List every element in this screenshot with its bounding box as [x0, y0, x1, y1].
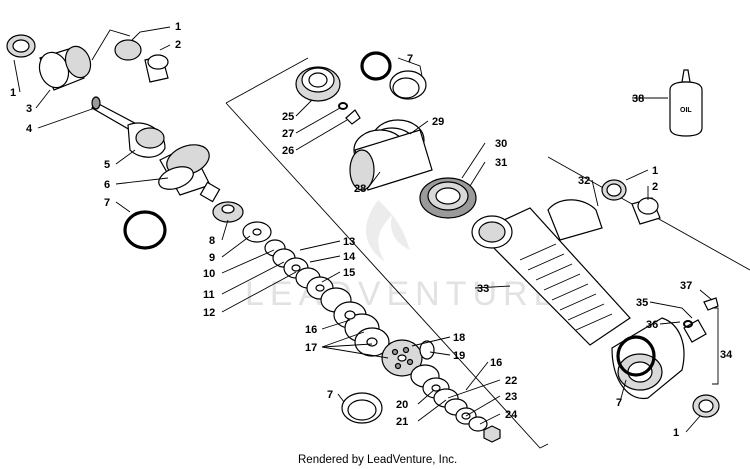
callout-4: 4: [26, 123, 33, 135]
part-25-cap: [295, 66, 341, 102]
callout-11: 11: [203, 289, 215, 301]
callout-7: 7: [104, 197, 110, 209]
callout-2: 2: [175, 39, 181, 51]
part-6-shaft-eye: [158, 144, 221, 203]
part-1-bearing-bottom: [692, 394, 720, 418]
part-1-bearing-right: [601, 179, 627, 201]
washer-stack-c: [410, 364, 488, 432]
callout-7: 7: [407, 53, 413, 65]
part-31-spring-adjuster: [419, 177, 477, 219]
callout-36: 36: [646, 319, 658, 331]
part-2-bushing-top: [114, 39, 169, 83]
part-7-seal-lower: [341, 392, 383, 424]
part-7-seal-top: [389, 70, 427, 100]
callouts: 1 2 1 3 4 5 6 7 8 9 10 11 12 13 14 15 16…: [10, 21, 733, 439]
part-18-piston: [381, 339, 423, 377]
callout-8: 8: [209, 235, 215, 247]
callout-14: 14: [343, 251, 356, 263]
callout-21: 21: [396, 416, 408, 428]
callout-1: 1: [652, 165, 658, 177]
callout-13: 13: [343, 236, 355, 248]
callout-3: 3: [26, 103, 32, 115]
footer-credit: Rendered by LeadVenture, Inc.: [298, 454, 457, 466]
part-4-shaft: [91, 96, 166, 158]
callout-30: 30: [495, 138, 507, 150]
part-37-valve-cap: [703, 297, 719, 311]
part-27-small-oring: [338, 102, 348, 110]
callout-12: 12: [203, 307, 215, 319]
part-9-washer: [242, 221, 272, 243]
callout-33: 33: [477, 283, 489, 295]
callout-20: 20: [396, 399, 408, 411]
part-7-oring-left: [123, 210, 167, 250]
callout-37: 37: [680, 280, 692, 292]
washer-stack-b: [320, 287, 390, 357]
part-1-bearing-left: [6, 34, 36, 58]
callout-29: 29: [432, 116, 444, 128]
callout-25: 25: [282, 111, 294, 123]
callout-16: 16: [305, 324, 317, 336]
callout-17: 17: [305, 342, 317, 354]
callout-5: 5: [104, 159, 110, 171]
washer-stack-a: [264, 239, 334, 300]
callout-28: 28: [354, 183, 366, 195]
part-7-oring-top: [360, 51, 392, 81]
part-19-ring: [419, 340, 435, 360]
callout-16: 16: [490, 357, 502, 369]
callout-1: 1: [10, 87, 16, 99]
part-8-cap: [212, 201, 244, 223]
part-35-valve-body: [683, 319, 707, 343]
callout-38: 38: [632, 93, 644, 105]
callout-31: 31: [495, 157, 507, 169]
part-24-nut: [483, 425, 501, 443]
callout-2: 2: [652, 181, 658, 193]
part-28-reservoir-body: [349, 129, 433, 191]
callout-23: 23: [505, 391, 517, 403]
callout-26: 26: [282, 145, 294, 157]
part-36-small-oring: [683, 320, 693, 328]
callout-10: 10: [203, 268, 215, 280]
leader-lines: [13, 26, 719, 433]
callout-24: 24: [505, 409, 518, 421]
callout-27: 27: [282, 128, 294, 140]
part-38-oil-bottle: OIL: [669, 69, 703, 137]
callout-15: 15: [343, 267, 355, 279]
callout-7: 7: [616, 397, 622, 409]
callout-32: 32: [578, 175, 590, 187]
callout-34: 34: [720, 349, 733, 361]
callout-9: 9: [209, 252, 215, 264]
callout-1: 1: [673, 427, 679, 439]
part-33-spring: [471, 207, 631, 346]
part-7-oring-right: [616, 335, 656, 377]
callout-7: 7: [327, 389, 333, 401]
watermark-text: LEADVENTURE: [245, 275, 562, 313]
callout-35: 35: [636, 297, 648, 309]
callout-19: 19: [453, 350, 465, 362]
callout-22: 22: [505, 375, 517, 387]
callout-18: 18: [453, 332, 465, 344]
part-3-bushing-left: [38, 45, 92, 91]
callout-1: 1: [175, 21, 181, 33]
oil-bottle-label: OIL: [680, 107, 692, 114]
part-26-valve: [345, 109, 361, 125]
callout-6: 6: [104, 179, 110, 191]
part-2-bushing-right: [631, 197, 661, 225]
part-32-guard: [547, 199, 603, 241]
